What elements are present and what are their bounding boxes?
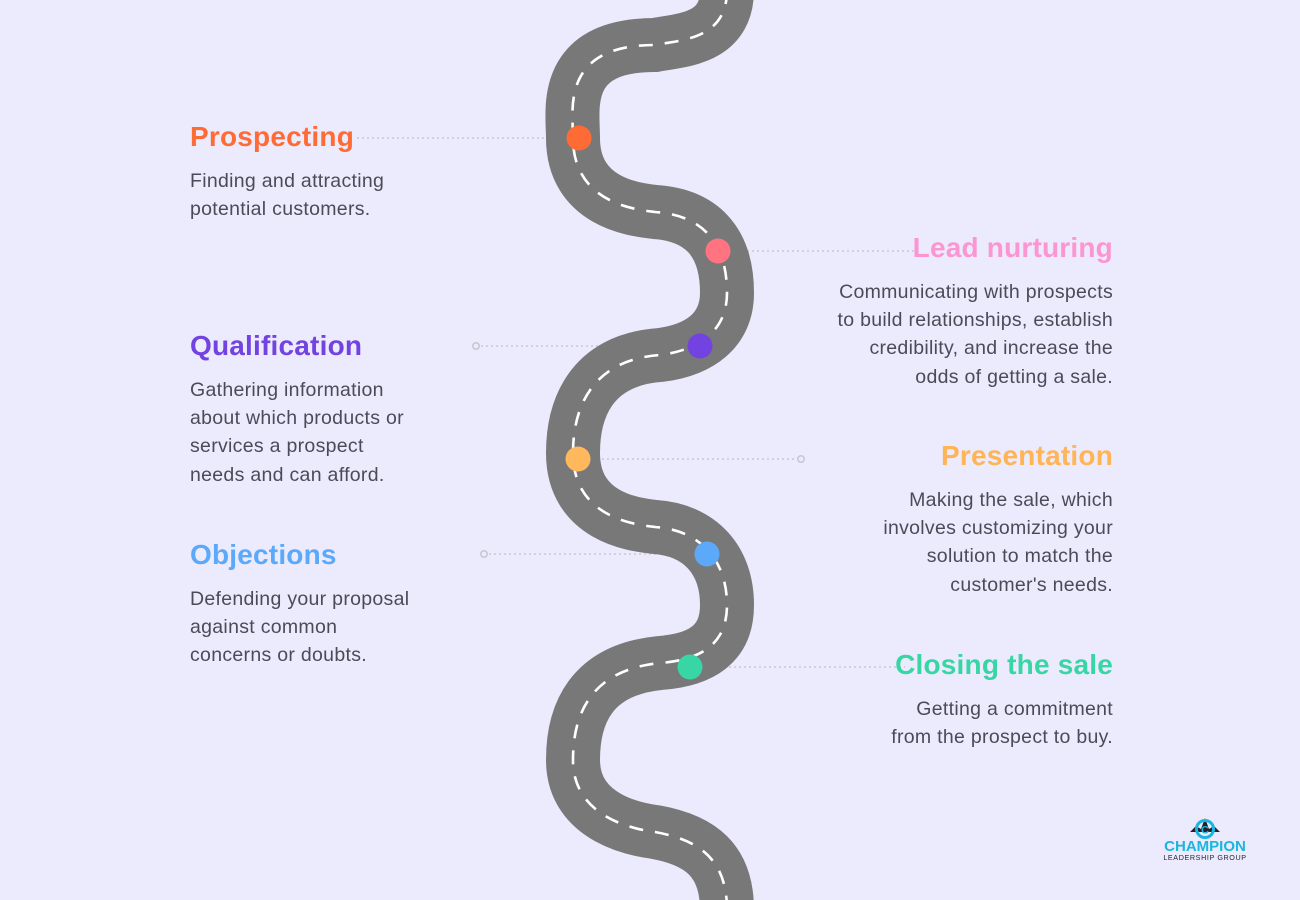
description-line: Communicating with prospects	[839, 281, 1113, 303]
step-presentation: Presentation Making the sale, which invo…	[883, 440, 1113, 599]
description-line: Getting a commitment	[916, 698, 1113, 720]
step-lead-nurturing: Lead nurturing Communicating with prospe…	[838, 232, 1113, 391]
description-line: credibility, and increase the	[869, 337, 1113, 360]
step-description-qualification: Gathering information about which produc…	[190, 376, 404, 489]
marker-qualification	[687, 333, 713, 359]
description-line: Defending your proposal	[190, 588, 410, 610]
description-line: potential customers.	[190, 198, 371, 221]
step-title-closing: Closing the sale	[895, 649, 1113, 680]
step-objections: Objections Defending your proposal again…	[190, 539, 409, 670]
logo-name: CHAMPION	[1164, 838, 1246, 855]
step-title-lead-nurturing: Lead nurturing	[912, 232, 1113, 263]
description-line: against common	[190, 616, 338, 639]
description-line: needs and can afford.	[190, 463, 385, 486]
champion-logo: C CHAMPION LEADERSHIP GROUP	[1150, 808, 1260, 864]
step-prospecting: Prospecting Finding and attracting poten…	[190, 121, 384, 223]
step-description-objections: Defending your proposal against common c…	[190, 585, 409, 670]
description-line: to build relationships, establish	[837, 309, 1113, 332]
step-description-lead-nurturing: Communicating with prospects to build re…	[838, 278, 1113, 391]
road-markers	[565, 125, 731, 680]
step-title-qualification: Qualification	[190, 330, 363, 361]
winding-road	[545, 0, 755, 900]
marker-prospecting	[566, 125, 592, 151]
step-description-presentation: Making the sale, which involves customiz…	[883, 486, 1113, 599]
marker-lead-nurturing	[705, 238, 731, 264]
description-line: Making the sale, which	[909, 489, 1113, 511]
step-title-presentation: Presentation	[941, 440, 1113, 471]
description-line: concerns or doubts.	[190, 644, 367, 667]
description-line: odds of getting a sale.	[915, 365, 1113, 388]
description-line: solution to match the	[926, 545, 1113, 568]
step-title-prospecting: Prospecting	[190, 121, 355, 152]
description-line: services a prospect	[190, 435, 364, 458]
connector-end-objections	[479, 549, 488, 558]
description-line: from the prospect to buy.	[891, 726, 1113, 749]
marker-closing	[677, 654, 703, 680]
marker-presentation	[565, 446, 591, 472]
marker-objections	[694, 541, 720, 567]
svg-text:C: C	[1201, 825, 1209, 837]
logo-tagline: LEADERSHIP GROUP	[1163, 853, 1246, 862]
connector-end-qualification	[471, 341, 480, 350]
step-closing: Closing the sale Getting a commitment fr…	[891, 649, 1113, 751]
description-line: customer's needs.	[950, 573, 1113, 596]
step-title-objections: Objections	[190, 539, 337, 570]
step-description-closing: Getting a commitment from the prospect t…	[891, 695, 1113, 751]
step-description-prospecting: Finding and attracting potential custome…	[190, 167, 384, 223]
champion-logo-icon: C CHAMPION LEADERSHIP GROUP	[1163, 818, 1246, 862]
description-line: involves customizing your	[883, 517, 1113, 540]
connector-end-presentation	[796, 454, 805, 463]
description-line: Finding and attracting	[190, 170, 385, 192]
description-line: about which products or	[190, 407, 404, 430]
step-qualification: Qualification Gathering information abou…	[190, 330, 404, 489]
description-line: Gathering information	[190, 379, 384, 401]
